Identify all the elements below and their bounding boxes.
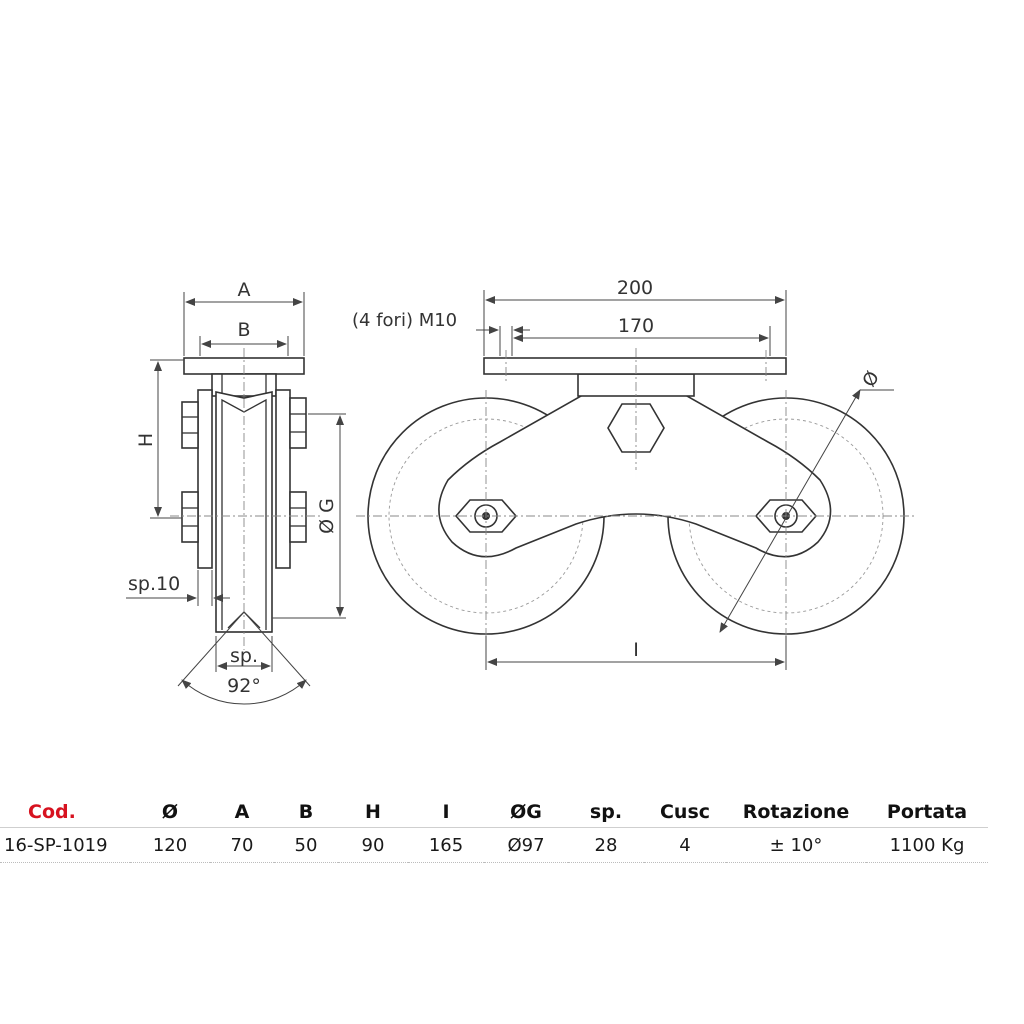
cell-i: 165 [408, 827, 484, 863]
dim-label-h: H [135, 433, 157, 447]
header-g: ØG [484, 796, 568, 828]
header-h: H [338, 796, 408, 828]
nut-lower-left [181, 491, 199, 543]
header-rotation: Rotazione [726, 796, 866, 828]
header-diameter: Ø [130, 796, 210, 828]
cell-g: Ø97 [484, 827, 568, 863]
header-capacity: Portata [866, 796, 988, 828]
dim-label-i: I [633, 639, 639, 661]
dim-label-170: 170 [618, 315, 654, 337]
dim-label-angle: 92° [227, 675, 261, 697]
dim-label-g: Ø G [316, 498, 338, 534]
header-code: Cod. [0, 796, 130, 828]
cell-code: 16-SP-1019 [0, 827, 130, 863]
cell-bearings: 4 [644, 827, 726, 863]
table-row: 16-SP-1019 120 70 50 90 165 Ø97 28 4 ± 1… [0, 827, 988, 863]
header-i: I [408, 796, 484, 828]
dim-label-b: B [237, 319, 250, 341]
side-plate-left [197, 389, 213, 569]
nut-upper-left [181, 401, 199, 449]
cell-sp: 28 [568, 827, 644, 863]
side-view: A B H Ø G sp.10 sp. 92° [126, 279, 346, 705]
side-plate-right [275, 389, 291, 569]
front-mounting-plate [483, 357, 787, 375]
nut-upper-right [289, 397, 307, 449]
cell-capacity: 1100 Kg [866, 827, 988, 863]
cell-b: 50 [274, 827, 338, 863]
dim-label-holes: (4 fori) M10 [352, 310, 457, 331]
cell-h: 90 [338, 827, 408, 863]
cell-a: 70 [210, 827, 274, 863]
table-header-row: Cod. Ø A B H I ØG sp. Cusc Rotazione Por… [0, 796, 988, 828]
front-view: 200 170 (4 fori) M10 I Ø [352, 277, 916, 670]
header-bearings: Cusc [644, 796, 726, 828]
dim-label-a: A [238, 279, 251, 301]
header-sp: sp. [568, 796, 644, 828]
nut-lower-right [289, 491, 307, 543]
header-b: B [274, 796, 338, 828]
dim-label-sp10: sp.10 [128, 573, 180, 595]
dim-label-sp: sp. [230, 645, 258, 667]
dim-label-200: 200 [617, 277, 653, 299]
cell-diameter: 120 [130, 827, 210, 863]
spec-table: Cod. Ø A B H I ØG sp. Cusc Rotazione Por… [0, 796, 988, 863]
technical-drawing: A B H Ø G sp.10 sp. 92° [126, 277, 916, 705]
cell-rotation: ± 10° [726, 827, 866, 863]
dim-label-diameter: Ø [859, 368, 884, 391]
header-a: A [210, 796, 274, 828]
